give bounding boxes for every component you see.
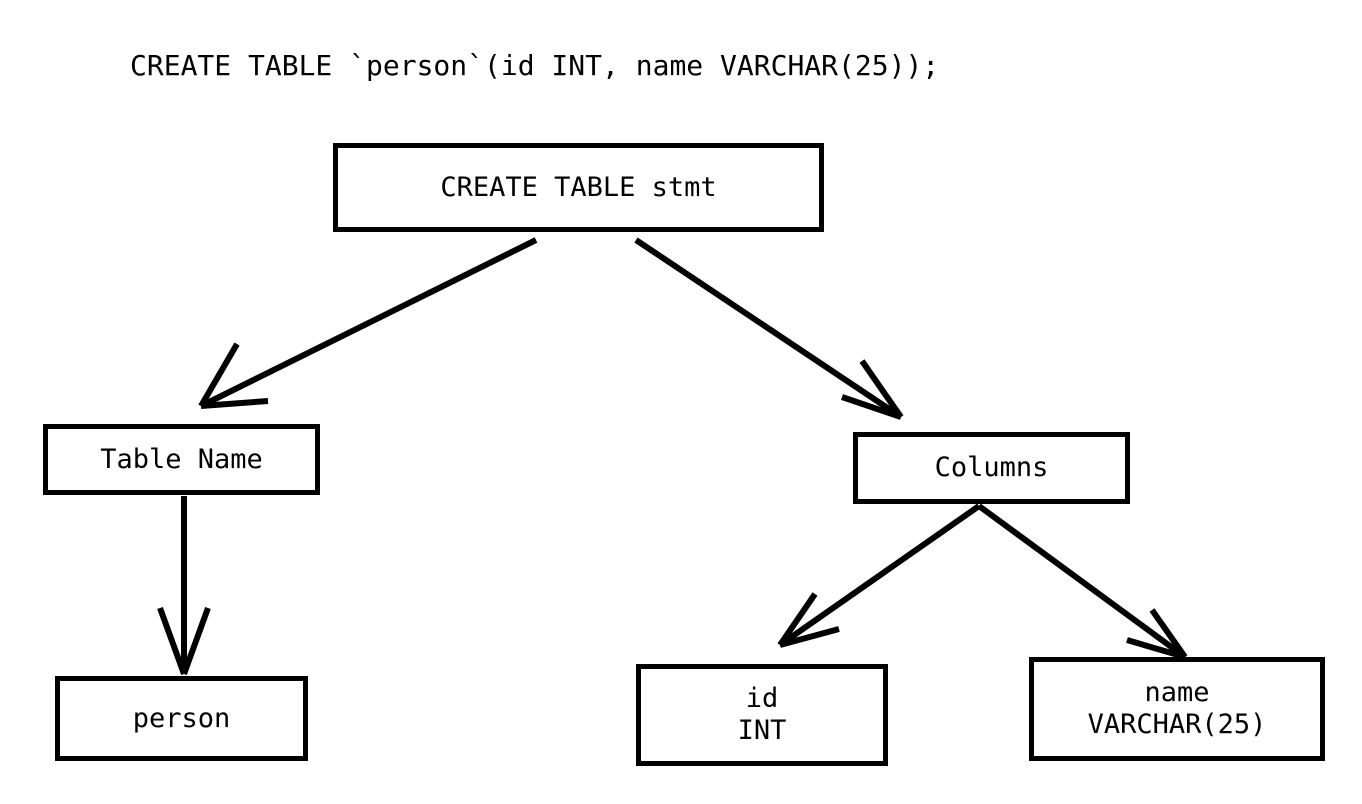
column-type-label: VARCHAR(25) [1087,709,1267,740]
node-label: Columns [934,452,1049,484]
node-label: CREATE TABLE stmt [440,171,717,203]
sql-statement-caption: CREATE TABLE `person`(id INT, name VARCH… [130,49,940,82]
edge-columns-to-col-id [777,503,981,648]
node-columns[interactable]: Columns [853,432,1130,504]
node-label: person [132,702,231,734]
edge-columns-to-col-name [977,503,1188,660]
column-name-label: name [1144,677,1210,709]
node-column-name[interactable]: name VARCHAR(25) [1029,657,1325,761]
node-table-name[interactable]: Table Name [43,424,320,495]
node-label: Table Name [100,443,263,475]
edge-root-to-columns [634,237,904,420]
node-create-table-stmt[interactable]: CREATE TABLE stmt [333,143,824,232]
column-name-label: id [745,683,779,715]
edge-root-to-table-name [198,237,538,409]
column-type-label: INT [737,715,787,746]
node-person-value[interactable]: person [55,676,308,761]
node-column-id[interactable]: id INT [636,664,888,766]
edge-table-name-to-person [157,496,211,676]
